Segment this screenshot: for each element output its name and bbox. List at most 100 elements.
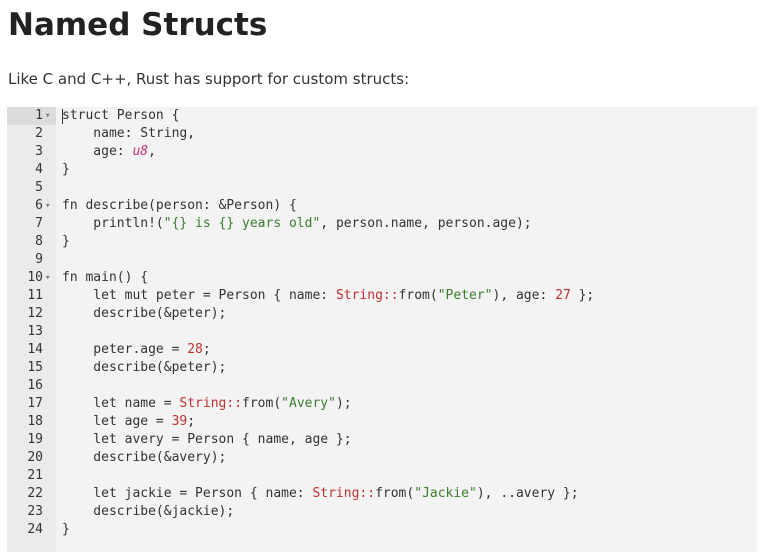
- line-number: 6: [35, 198, 43, 213]
- code-line[interactable]: 16: [7, 377, 757, 395]
- code-token: let name =: [62, 396, 180, 411]
- code-line[interactable]: 15 describe(&peter);: [7, 359, 757, 377]
- code-line[interactable]: 18 let age = 39;: [7, 413, 757, 431]
- fold-toggle-icon[interactable]: ▾: [45, 273, 51, 283]
- line-number: 20: [27, 450, 43, 465]
- code-token: println!(: [62, 216, 164, 231]
- code-token: name: String,: [62, 126, 196, 141]
- code-line[interactable]: 20 describe(&avery);: [7, 449, 757, 467]
- code-token: let mut peter = Person { name:: [62, 288, 336, 303]
- code-token: u8: [132, 144, 149, 159]
- code-line[interactable]: 9: [7, 251, 757, 269]
- code-token: describe(&peter);: [62, 360, 227, 375]
- line-number-gutter: [7, 107, 56, 552]
- code-token: describe(&jackie);: [62, 504, 235, 519]
- line-number: 3: [35, 144, 43, 159]
- code-line[interactable]: 14 peter.age = 28;: [7, 341, 757, 359]
- code-token: , person.name, person.age);: [320, 216, 532, 231]
- code-text: }: [62, 161, 70, 179]
- line-number: 22: [27, 486, 43, 501]
- code-token: "Peter": [437, 288, 493, 303]
- code-text: describe(&avery);: [62, 449, 226, 467]
- code-token: struct Person {: [62, 108, 180, 123]
- code-token: ;: [187, 414, 196, 429]
- code-line[interactable]: 6▾ fn describe(person: &Person) {: [7, 197, 757, 215]
- line-number: 14: [27, 342, 43, 357]
- line-number: 9: [35, 252, 43, 267]
- code-editor[interactable]: 1▾struct Person {2 name: String,3 age: u…: [7, 107, 757, 552]
- line-number: 8: [35, 234, 43, 249]
- code-token: describe(&avery);: [62, 450, 227, 465]
- code-line[interactable]: 17 let name = String::from("Avery");: [7, 395, 757, 413]
- code-token: from(: [398, 288, 438, 303]
- code-line[interactable]: 23 describe(&jackie);: [7, 503, 757, 521]
- code-line[interactable]: 1▾ struct Person {: [7, 107, 757, 125]
- code-line[interactable]: 24}: [7, 521, 757, 539]
- line-number: 15: [27, 360, 43, 375]
- code-line[interactable]: 4}: [7, 161, 757, 179]
- intro-paragraph: Like C and C++, Rust has support for cus…: [8, 70, 410, 88]
- line-number: 1: [35, 108, 43, 123]
- code-line[interactable]: 12 describe(&peter);: [7, 305, 757, 323]
- code-text: let name = String::from("Avery");: [62, 395, 352, 413]
- code-token: let avery = Person { name, age };: [62, 432, 352, 447]
- code-line[interactable]: 11 let mut peter = Person { name: String…: [7, 287, 757, 305]
- code-token: String::: [179, 396, 243, 411]
- code-token: "{} is {} years old": [163, 216, 321, 231]
- code-text: let mut peter = Person { name: String::f…: [62, 287, 594, 305]
- code-token: describe(&peter);: [62, 306, 227, 321]
- code-line[interactable]: 3 age: u8,: [7, 143, 757, 161]
- code-token: ,: [148, 144, 156, 159]
- code-token: );: [335, 396, 352, 411]
- code-token: let age =: [62, 414, 172, 429]
- code-line[interactable]: 13: [7, 323, 757, 341]
- line-number: 5: [35, 180, 43, 195]
- code-line[interactable]: 21: [7, 467, 757, 485]
- code-line[interactable]: 7 println!("{} is {} years old", person.…: [7, 215, 757, 233]
- code-token: }: [62, 234, 70, 249]
- code-token: ), ..avery };: [476, 486, 579, 501]
- code-token: };: [570, 288, 595, 303]
- line-number: 18: [27, 414, 43, 429]
- line-number: 24: [27, 522, 43, 537]
- code-line[interactable]: 19 let avery = Person { name, age };: [7, 431, 757, 449]
- code-line[interactable]: 10▾fn main() {: [7, 269, 757, 287]
- line-number: 13: [27, 324, 43, 339]
- active-line-highlight: [7, 107, 56, 125]
- code-token: }: [62, 522, 70, 537]
- code-token: String::: [312, 486, 376, 501]
- line-number: 11: [27, 288, 43, 303]
- code-text: let age = 39;: [62, 413, 195, 431]
- code-token: ;: [202, 342, 211, 357]
- line-number: 21: [27, 468, 43, 483]
- line-number: 12: [27, 306, 43, 321]
- code-token: }: [62, 162, 70, 177]
- code-text: }: [62, 233, 70, 251]
- line-number: 23: [27, 504, 43, 519]
- code-line[interactable]: 8}: [7, 233, 757, 251]
- code-lines: 1▾struct Person {2 name: String,3 age: u…: [7, 107, 757, 539]
- fold-toggle-icon[interactable]: ▾: [45, 201, 51, 211]
- code-text: name: String,: [62, 125, 195, 143]
- code-line[interactable]: 2 name: String,: [7, 125, 757, 143]
- code-text: let avery = Person { name, age };: [62, 431, 352, 449]
- code-token: age:: [62, 144, 133, 159]
- code-token: from(: [242, 396, 282, 411]
- code-text: fn describe(person: &Person) {: [62, 197, 297, 215]
- text-cursor: [62, 109, 63, 124]
- code-line[interactable]: 22 let jackie = Person { name: String::f…: [7, 485, 757, 503]
- code-text: describe(&peter);: [62, 305, 226, 323]
- page-title: Named Structs: [8, 7, 268, 43]
- line-number: 17: [27, 396, 43, 411]
- code-text: describe(&peter);: [62, 359, 226, 377]
- code-text: describe(&jackie);: [62, 503, 234, 521]
- code-text: age: u8,: [62, 143, 156, 161]
- code-token: String::: [335, 288, 399, 303]
- code-token: "Jackie": [414, 486, 477, 501]
- code-token: 27: [555, 288, 571, 303]
- code-line[interactable]: 5: [7, 179, 757, 197]
- line-number: 16: [27, 378, 43, 393]
- fold-toggle-icon[interactable]: ▾: [45, 111, 51, 121]
- code-text: fn main() {: [62, 269, 148, 287]
- code-text: peter.age = 28;: [62, 341, 211, 359]
